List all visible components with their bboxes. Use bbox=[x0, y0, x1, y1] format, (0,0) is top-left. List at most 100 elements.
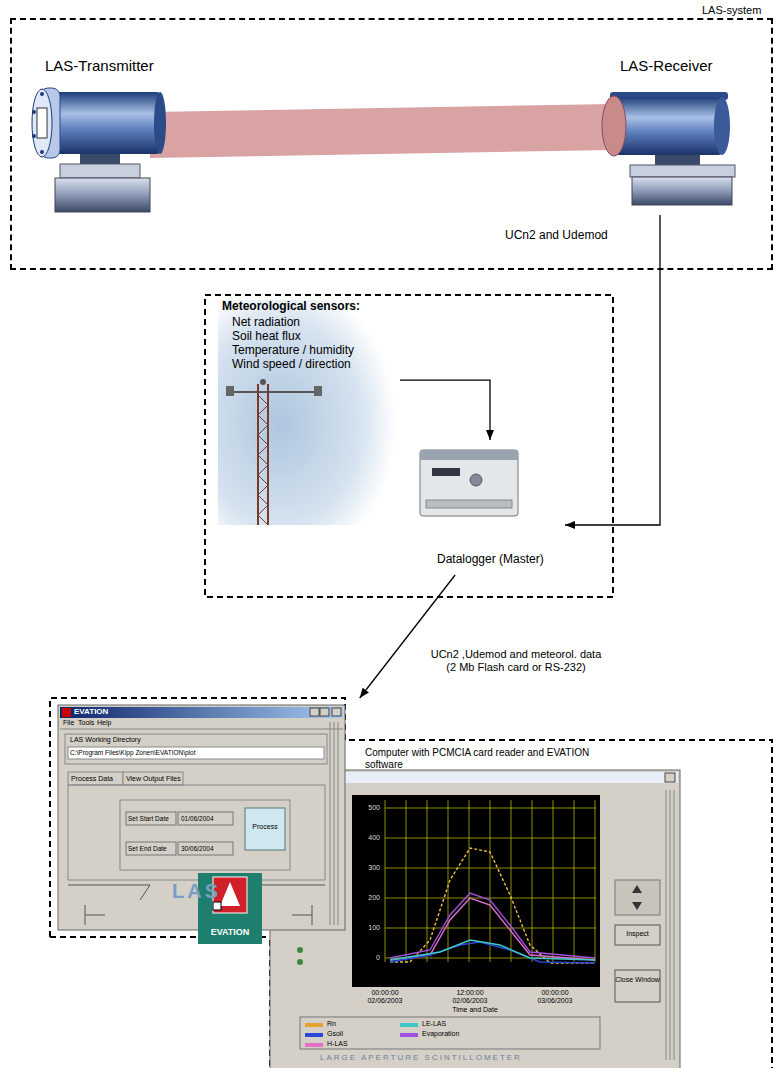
computer-outline bbox=[50, 937, 270, 1068]
chart-window bbox=[427, 800, 428, 962]
program-window bbox=[332, 708, 341, 716]
sensor-group: Meteorological sensors: Net radiationSoil… bbox=[218, 300, 400, 525]
chart-window bbox=[385, 800, 386, 962]
axis-label: 02/06/2003 bbox=[450, 997, 490, 1005]
receiver-figure bbox=[632, 177, 732, 205]
program-window bbox=[330, 722, 338, 925]
program-window bbox=[65, 734, 327, 764]
transmitter-figure bbox=[80, 154, 120, 164]
node-item: Wind speed / direction bbox=[232, 358, 351, 372]
transmitter-figure bbox=[55, 92, 160, 154]
watermark: LARGE APERTURE SCINTILLOMETER bbox=[320, 1053, 522, 1062]
receiver-figure bbox=[612, 97, 722, 155]
sensor-photo bbox=[258, 395, 268, 525]
node-title: Meteorological sensors: bbox=[222, 300, 360, 314]
receiver-figure bbox=[655, 155, 700, 165]
screen-text: View Output Files bbox=[126, 775, 181, 783]
program-window bbox=[62, 708, 71, 717]
chart-window bbox=[615, 880, 660, 915]
axis-label: Time and Date bbox=[440, 1006, 510, 1014]
program-window bbox=[178, 842, 233, 855]
program-window bbox=[245, 808, 285, 850]
receiver-figure bbox=[714, 97, 730, 155]
datalogger-figure bbox=[432, 468, 460, 476]
program-window bbox=[68, 747, 324, 759]
system-group: LAS-systemLAS-TransmitterLAS-Receiver bbox=[10, 18, 773, 270]
program-window bbox=[334, 722, 335, 925]
screen-text: Process Data bbox=[71, 775, 113, 783]
program-window bbox=[126, 842, 176, 855]
chart-window bbox=[666, 790, 667, 1060]
chart-window bbox=[665, 773, 675, 782]
meteo-group-outline bbox=[205, 295, 613, 597]
chart-window bbox=[615, 970, 660, 1002]
receiver-figure bbox=[602, 92, 735, 205]
node-title: Computer with PCMCIA card reader and EVA… bbox=[365, 747, 610, 770]
transmitter-figure bbox=[40, 150, 44, 154]
chart-window bbox=[406, 800, 407, 962]
axis-tick: 0 bbox=[354, 954, 380, 962]
datalogger-figure bbox=[426, 500, 512, 508]
laser-beam bbox=[150, 104, 612, 158]
transmitter-figure bbox=[32, 88, 166, 212]
transmitter-figure bbox=[32, 89, 52, 157]
node-item: Net radiation bbox=[232, 316, 300, 330]
axis-tick: 200 bbox=[354, 894, 380, 902]
transmitter-figure bbox=[60, 164, 140, 178]
chart-window bbox=[390, 893, 595, 958]
chart-window bbox=[674, 790, 675, 1060]
program-window bbox=[58, 705, 345, 930]
axis-label: 00:00:00 bbox=[535, 989, 575, 997]
transmitter-figure bbox=[40, 92, 44, 96]
transmitter-figure bbox=[37, 108, 47, 138]
chart-window bbox=[385, 800, 596, 962]
chart-window bbox=[390, 942, 595, 963]
laser-beam bbox=[150, 104, 612, 158]
sensor-photo bbox=[226, 386, 234, 396]
button-label: Close Window bbox=[615, 976, 660, 984]
chart-window bbox=[385, 928, 596, 929]
screen-text: Set End Date bbox=[128, 845, 167, 852]
axis-tick: 300 bbox=[354, 864, 380, 872]
program-window bbox=[338, 722, 339, 925]
edge-label: UCn2 and Udemod bbox=[505, 228, 608, 242]
chart-window bbox=[574, 800, 575, 962]
screen-text: EVATION bbox=[74, 707, 108, 716]
program-window bbox=[310, 708, 319, 716]
program-window bbox=[68, 772, 123, 785]
connector-arrow bbox=[565, 215, 660, 525]
chart-window bbox=[553, 800, 554, 962]
node-title: LAS-Receiver bbox=[620, 57, 713, 74]
screen-text: Set Start Date bbox=[128, 815, 169, 822]
chart-window bbox=[390, 848, 595, 963]
transmitter-figure bbox=[32, 110, 36, 114]
chart-window bbox=[300, 1017, 600, 1049]
axis-label: 03/06/2003 bbox=[535, 997, 575, 1005]
screen-text: LAS Working Directory bbox=[70, 736, 141, 744]
transmitter-figure bbox=[154, 92, 166, 154]
program-window bbox=[178, 812, 233, 825]
screen-text: C:\Program Files\Kipp Zonen\EVATION\plot bbox=[70, 749, 195, 756]
chart-window bbox=[469, 800, 470, 962]
program-window bbox=[123, 772, 183, 785]
chart-window bbox=[448, 800, 449, 962]
chart-window bbox=[297, 947, 303, 953]
node-title: LAS-system bbox=[702, 4, 761, 17]
datalogger-figure bbox=[470, 474, 482, 486]
screen-text: Help bbox=[97, 719, 111, 727]
axis-tick: 100 bbox=[354, 924, 380, 932]
legend-text: Evaporation bbox=[422, 1030, 459, 1038]
edge-label: UCn2 ,Udemod and meteorol. data (2 Mb Fl… bbox=[428, 648, 604, 674]
button-label: Inspect bbox=[615, 930, 660, 938]
screen-text: File bbox=[63, 719, 74, 727]
axis-label: 12:00:00 bbox=[450, 989, 490, 997]
program-window bbox=[126, 812, 176, 825]
legend-swatch bbox=[400, 1033, 418, 1037]
chart-window bbox=[390, 940, 595, 960]
program-window bbox=[120, 800, 290, 870]
node-item: Soil heat flux bbox=[232, 330, 301, 344]
sensor-photo bbox=[218, 300, 396, 525]
screen-text: Process bbox=[245, 823, 285, 831]
